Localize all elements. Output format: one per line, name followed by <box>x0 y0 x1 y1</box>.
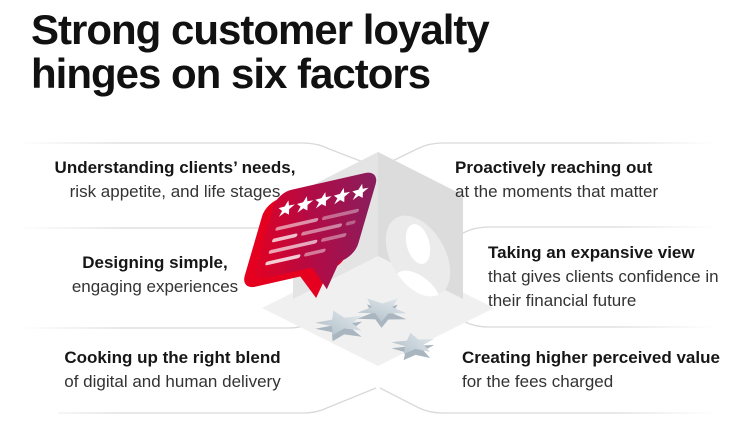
outline-mid-right-upper <box>435 226 714 247</box>
factor-rest-text: risk appetite, and life stages <box>69 182 281 201</box>
bubble-face <box>254 172 377 279</box>
floor-star-icon <box>315 310 363 342</box>
factor-rest-text: at the moments that matter <box>455 182 659 201</box>
factor-rest-text: that gives clients confidence in their f… <box>488 267 719 310</box>
factor-rest-text: for the fees charged <box>462 372 614 391</box>
outline-top-right <box>379 142 712 168</box>
factor-understanding-needs: Understanding clients’ needs, risk appet… <box>30 156 320 204</box>
page-title: Strong customer loyalty hinges on six fa… <box>31 6 490 97</box>
factor-perceived-value: Creating higher perceived value for the … <box>462 346 730 394</box>
factor-designing-simple: Designing simple, engaging experiences <box>30 251 280 299</box>
rating-stars-icon <box>278 183 369 217</box>
outline-bottom-right <box>379 387 712 414</box>
factor-bold-text: Understanding clients’ needs, <box>54 158 296 177</box>
floor-star-icon <box>391 332 435 361</box>
factor-right-blend: Cooking up the right blend of digital an… <box>35 346 310 394</box>
floor-stars <box>315 298 435 361</box>
factor-bold-text: Taking an expansive view <box>488 243 695 262</box>
page-title-line2: hinges on six factors <box>31 50 431 97</box>
outline-bottom-left <box>58 387 377 414</box>
factor-expansive-view: Taking an expansive view that gives clie… <box>488 241 720 313</box>
factor-bold-text: Proactively reaching out <box>455 158 653 177</box>
factor-rest-text: engaging experiences <box>71 277 239 296</box>
floor-star-icon <box>357 298 407 328</box>
speech-bubble-icon <box>244 172 377 298</box>
message-lines <box>265 208 359 266</box>
factor-rest-text: of digital and human delivery <box>64 372 281 391</box>
factor-bold-text: Creating higher perceived value <box>462 348 720 367</box>
factor-bold-text: Designing simple, <box>82 253 228 272</box>
outline-top-left <box>22 142 377 168</box>
page-title-line1: Strong customer loyalty <box>31 6 490 53</box>
factor-proactively-reaching-out: Proactively reaching out at the moments … <box>455 156 705 204</box>
factor-bold-text: Cooking up the right blend <box>64 348 281 367</box>
